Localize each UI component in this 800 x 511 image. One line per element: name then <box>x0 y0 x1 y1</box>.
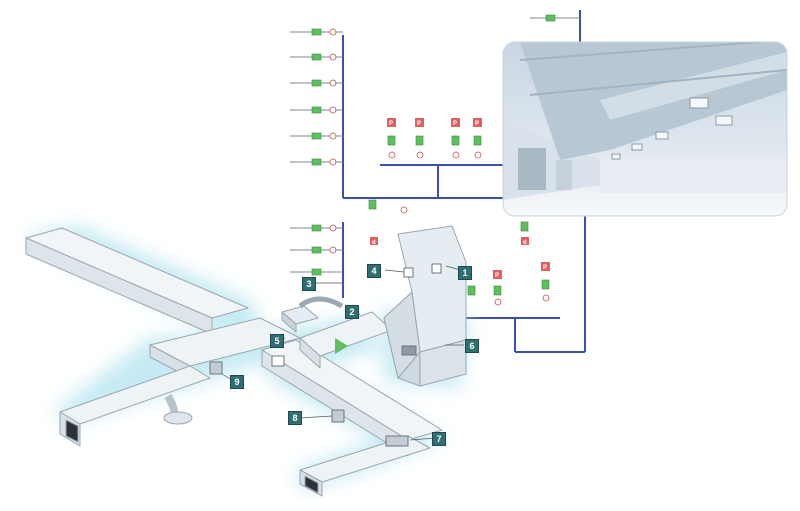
callout-9: 9 <box>230 375 244 389</box>
pressure-tag-1: P <box>389 121 393 127</box>
callout-2: 2 <box>345 305 359 319</box>
piping-schematic <box>342 10 586 353</box>
schematic-valves <box>311 14 556 296</box>
pressure-tag-5: P <box>495 273 499 279</box>
pressure-tag-2: P <box>417 121 421 127</box>
pressure-tag-6: P <box>543 265 547 271</box>
schematic-tag-2: d <box>523 240 527 246</box>
callout-7: 7 <box>432 432 446 446</box>
pressure-tag-3: P <box>453 121 457 127</box>
pressure-tags <box>370 118 550 279</box>
duct-network <box>25 225 467 497</box>
callout-4: 4 <box>367 264 381 278</box>
schematic-tag-1: d <box>372 240 376 246</box>
installation-photo <box>502 41 788 217</box>
callout-6: 6 <box>465 339 479 353</box>
callout-1: 1 <box>458 266 472 280</box>
callout-3: 3 <box>302 277 316 291</box>
pressure-tag-4: P <box>475 121 479 127</box>
callout-5: 5 <box>270 334 284 348</box>
schematic-regulators <box>329 28 550 306</box>
callout-8: 8 <box>288 411 302 425</box>
